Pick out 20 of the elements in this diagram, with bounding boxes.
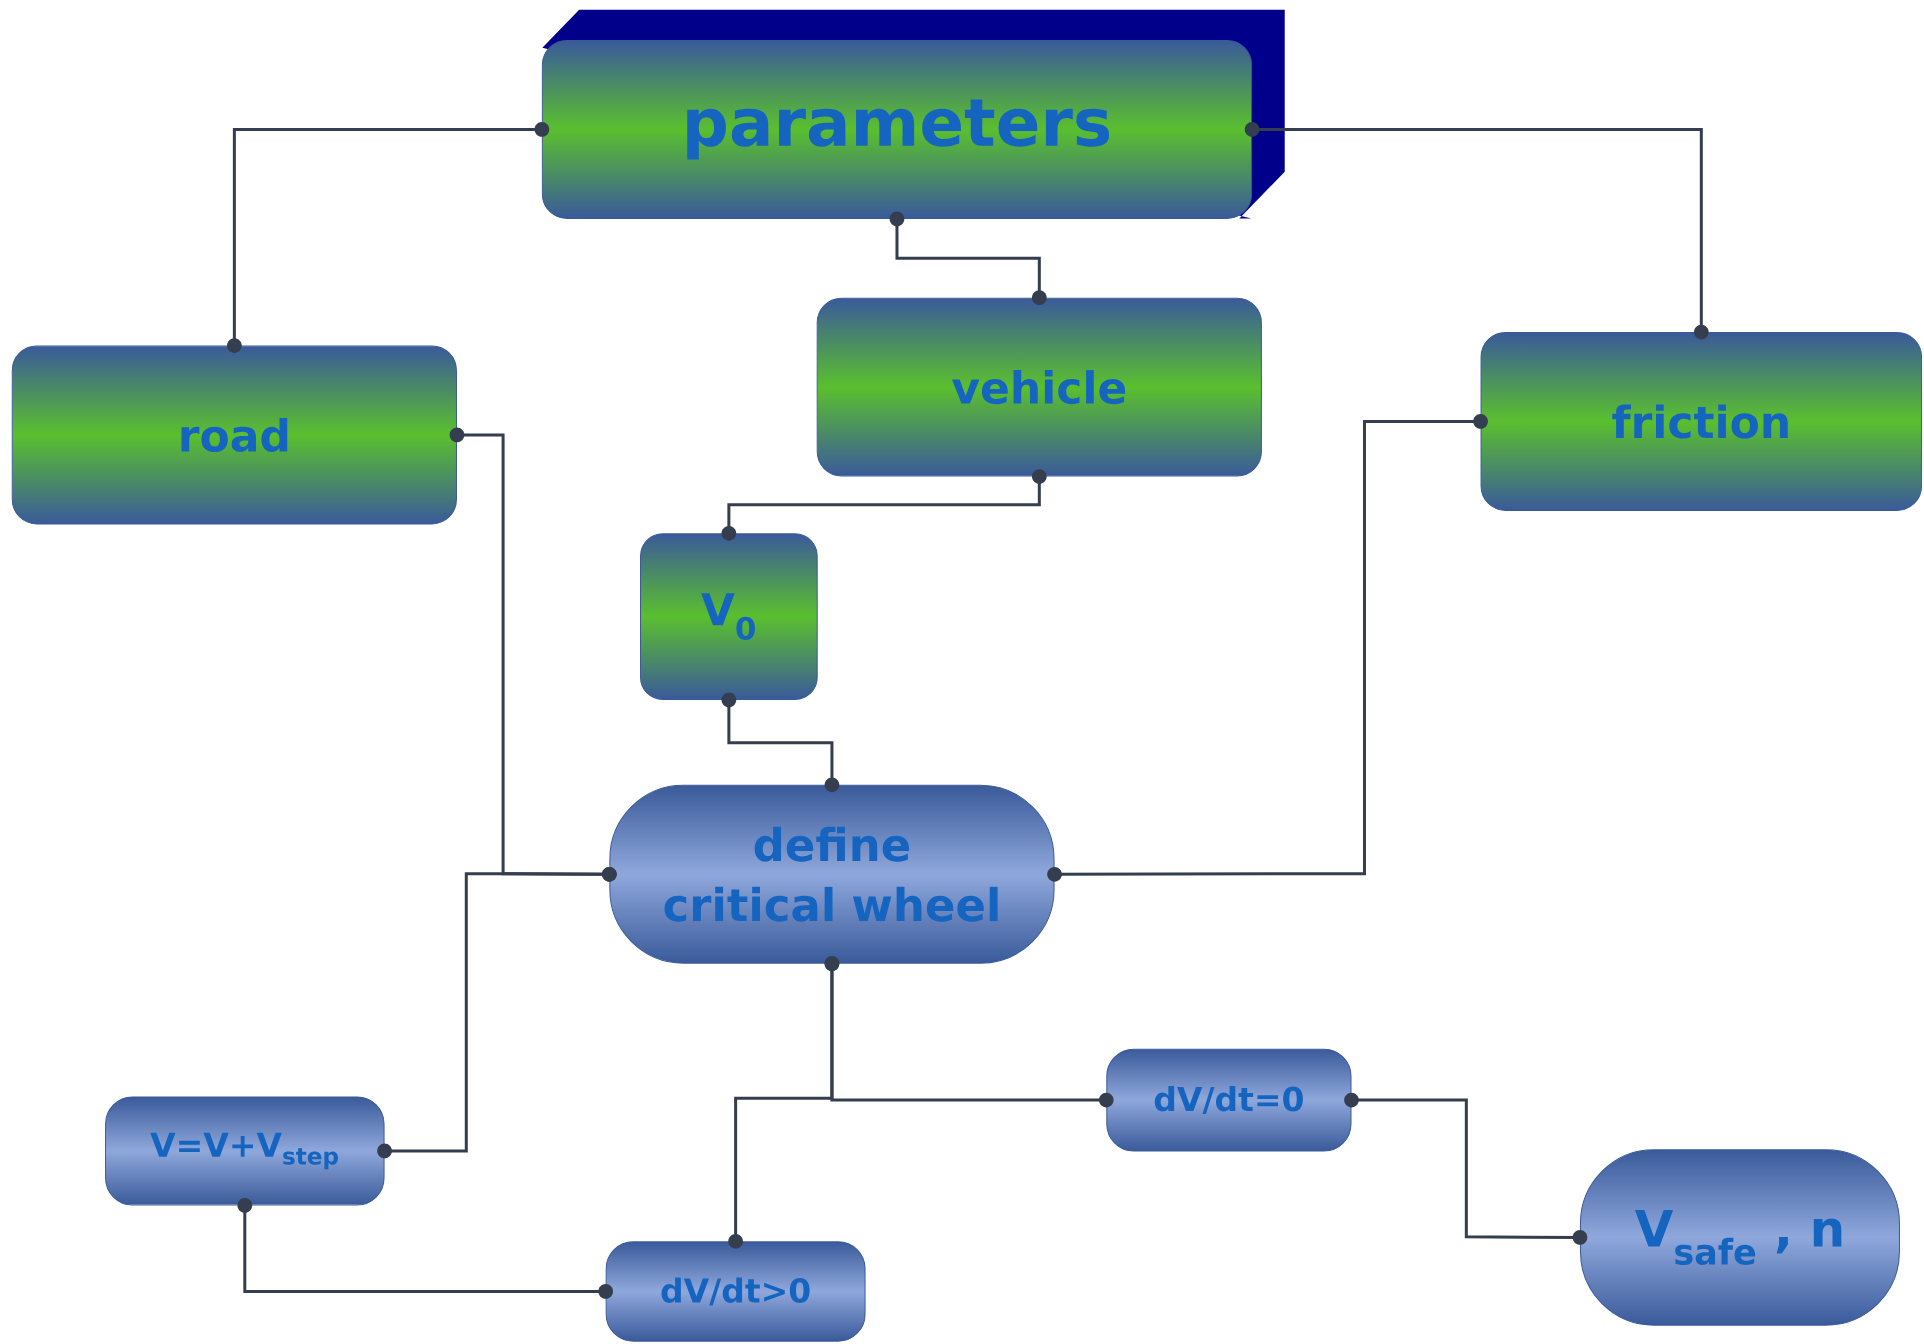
connector	[237, 1198, 614, 1300]
result-box: V$_{safe}$ , n	[1579, 1149, 1900, 1326]
connector	[1344, 1092, 1588, 1246]
process-box: vehicle	[816, 297, 1262, 477]
parameter-box: parameters	[541, 10, 1285, 220]
process-box: road	[11, 345, 457, 525]
process-box: friction	[1480, 332, 1923, 512]
connector	[721, 692, 840, 793]
connector	[721, 469, 1047, 541]
connector	[377, 867, 617, 1159]
process-box: define critical wheel	[609, 785, 1055, 964]
connector	[889, 211, 1047, 306]
process-box: dV/dt=0	[1106, 1048, 1352, 1152]
process-box: V$_{0}$	[640, 533, 818, 701]
connector	[728, 956, 840, 1249]
process-box: V=V+V$_{step}$	[105, 1096, 385, 1206]
connector	[1047, 414, 1488, 882]
process-box: dV/dt>0	[605, 1241, 866, 1342]
connector	[227, 122, 550, 354]
connector	[1244, 122, 1709, 340]
